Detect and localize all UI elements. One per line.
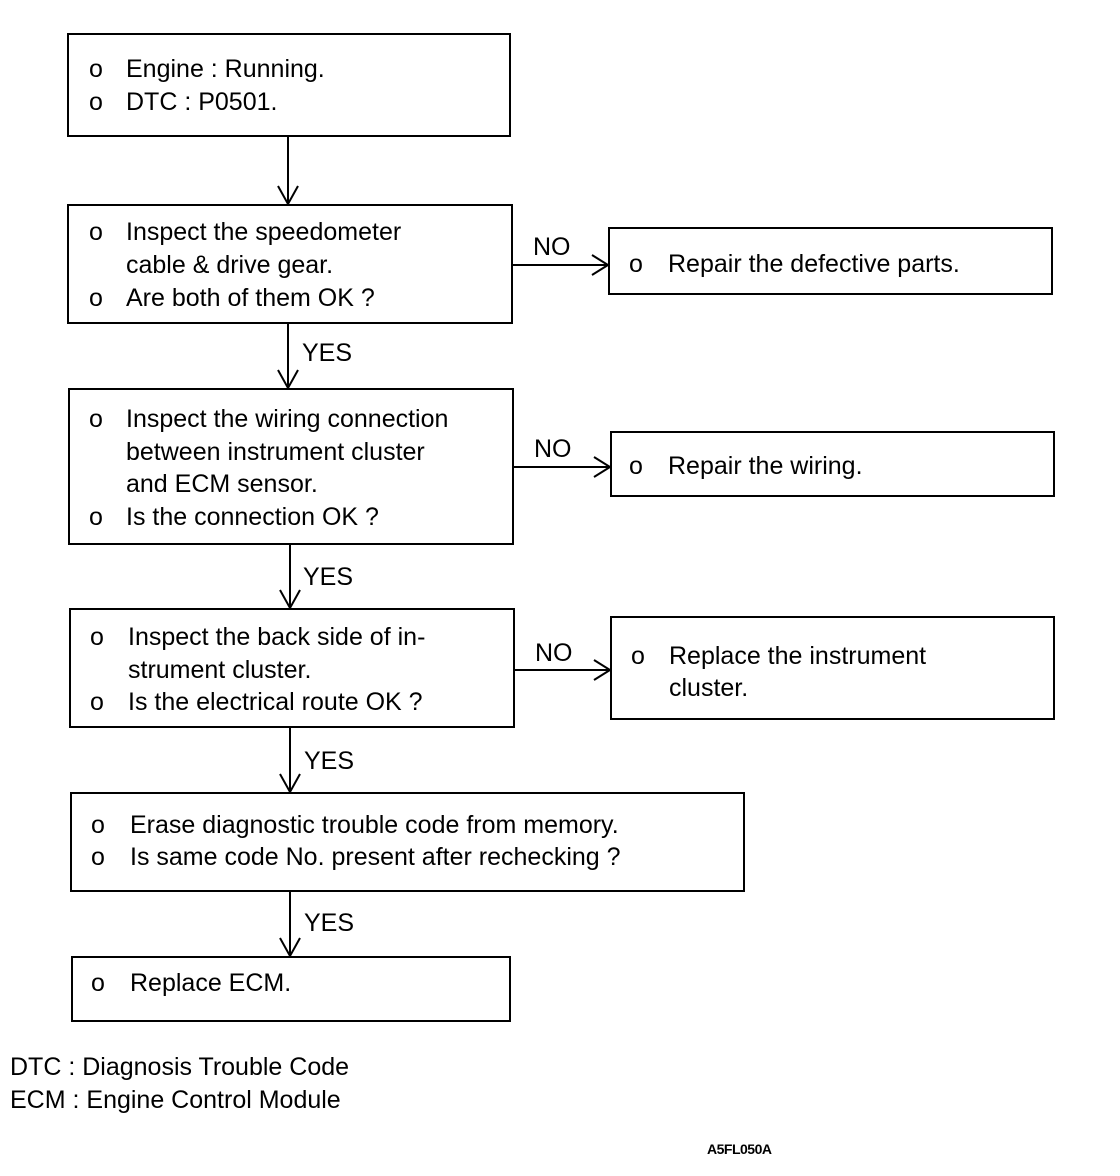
step-inspect-back-side — [69, 608, 515, 728]
bullet: o — [631, 642, 645, 670]
edge-label-yes: YES — [304, 909, 355, 937]
bullet: o — [89, 88, 103, 116]
action-repair-defective-parts — [608, 227, 1053, 295]
step-text: Replace ECM. — [130, 969, 292, 997]
bullet: o — [90, 688, 104, 716]
step-text: DTC : P0501. — [126, 88, 278, 116]
edge-label-yes: YES — [303, 563, 354, 591]
edge-label-yes: YES — [304, 747, 355, 775]
step-text: Is the connection OK ? — [126, 503, 379, 531]
step-text: and ECM sensor. — [126, 470, 318, 498]
bullet: o — [89, 55, 103, 83]
step-inspect-wiring — [68, 388, 514, 545]
bullet: o — [90, 623, 104, 651]
step-text: cable & drive gear. — [126, 251, 334, 279]
edge-label-no: NO — [533, 233, 571, 261]
bullet: o — [91, 969, 105, 997]
figure-code: A5FL050A — [707, 1141, 772, 1157]
bullet: o — [91, 843, 105, 871]
step-text: between instrument cluster — [126, 438, 425, 466]
edge-label-yes: YES — [302, 339, 353, 367]
action-text: Repair the defective parts. — [668, 250, 960, 278]
bullet: o — [89, 284, 103, 312]
legend-dtc: DTC : Diagnosis Trouble Code — [10, 1053, 350, 1081]
step-text: Inspect the speedometer — [126, 218, 402, 246]
step-text: strument cluster. — [128, 656, 312, 684]
step-text: Inspect the wiring connection — [126, 405, 449, 433]
bullet: o — [89, 503, 103, 531]
edge-label-no: NO — [535, 639, 573, 667]
step-text: Inspect the back side of in- — [128, 623, 426, 651]
step-text: Is the electrical route OK ? — [128, 688, 423, 716]
step-text: Is same code No. present after recheckin… — [130, 843, 621, 871]
bullet: o — [89, 405, 103, 433]
step-text: Erase diagnostic trouble code from memor… — [130, 811, 619, 839]
step-text: Are both of them OK ? — [126, 284, 375, 312]
step-start — [67, 33, 511, 137]
bullet: o — [629, 452, 643, 480]
action-repair-wiring — [610, 431, 1055, 497]
bullet: o — [629, 250, 643, 278]
legend-ecm: ECM : Engine Control Module — [10, 1086, 341, 1114]
step-text: Engine : Running. — [126, 55, 325, 83]
step-replace-ecm — [71, 956, 511, 1022]
action-text: Replace the instrument — [669, 642, 927, 670]
bullet: o — [89, 218, 103, 246]
bullet: o — [91, 811, 105, 839]
action-replace-instrument-cluster — [610, 616, 1055, 720]
step-erase-dtc — [70, 792, 745, 892]
action-text: Repair the wiring. — [668, 452, 863, 480]
action-text: cluster. — [669, 674, 749, 702]
step-inspect-speedometer — [67, 204, 513, 324]
edge-label-no: NO — [534, 435, 572, 463]
